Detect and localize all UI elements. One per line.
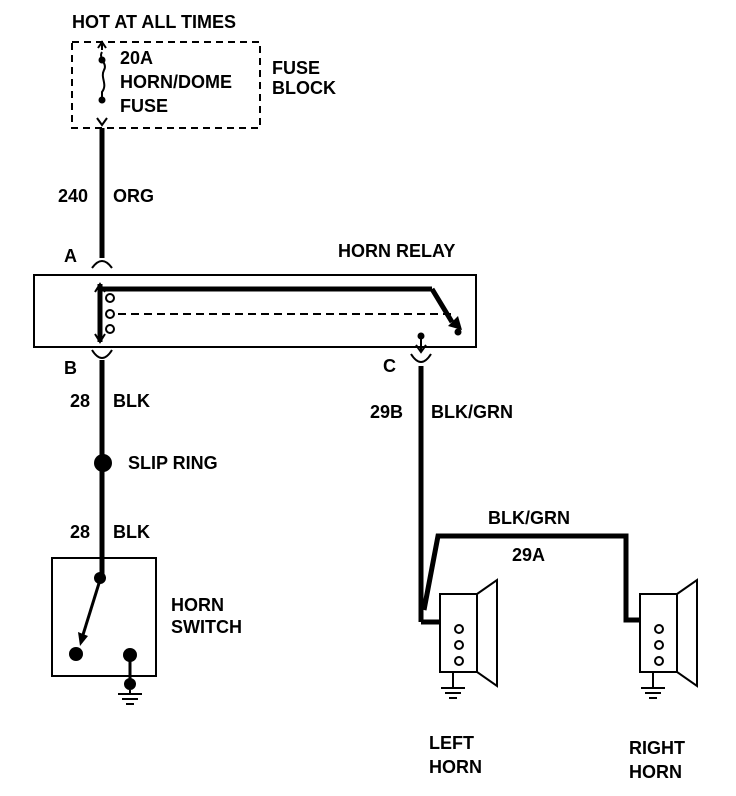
right-horn-bell-icon bbox=[676, 578, 698, 688]
wire-28-lower-number: 28 bbox=[70, 522, 90, 542]
relay-terminal-a-connector-icon bbox=[91, 260, 113, 269]
right-horn-coil-2 bbox=[654, 640, 664, 650]
relay-output-contact bbox=[454, 328, 462, 336]
wire-240-color: ORG bbox=[113, 186, 154, 206]
horn-switch-label-line1: HORN bbox=[171, 595, 224, 615]
right-horn: RIGHT HORN bbox=[629, 578, 698, 782]
relay-coil-loop-2 bbox=[105, 309, 115, 319]
left-horn-coil-3 bbox=[454, 656, 464, 666]
left-horn-label-line1: LEFT bbox=[429, 733, 474, 753]
slip-ring-label: SLIP RING bbox=[128, 453, 218, 473]
horn-switch: HORN SWITCH bbox=[51, 557, 242, 705]
fuse-terminal-bottom bbox=[98, 96, 106, 104]
fuse-terminal-top bbox=[98, 56, 106, 64]
ground-icon bbox=[441, 687, 465, 699]
fuse-type: FUSE bbox=[120, 96, 168, 116]
wire-29b-number: 29B bbox=[370, 402, 403, 422]
wire-29a-color: BLK/GRN bbox=[488, 508, 570, 528]
wire-29b-color: BLK/GRN bbox=[431, 402, 513, 422]
fuse-block: 20A HORN/DOME FUSE FUSE BLOCK bbox=[71, 40, 336, 129]
horn-relay-box bbox=[33, 274, 477, 348]
ground-icon bbox=[641, 687, 665, 699]
fuse-name: HORN/DOME bbox=[120, 72, 232, 92]
relay-terminal-c-label: C bbox=[383, 356, 396, 376]
relay-contact-arm-tip bbox=[429, 287, 455, 324]
wire-29a bbox=[421, 533, 640, 623]
horn-switch-open-contact bbox=[69, 647, 83, 661]
right-horn-label-line2: HORN bbox=[629, 762, 682, 782]
horn-switch-box bbox=[51, 557, 157, 677]
fuse-block-label-line2: BLOCK bbox=[272, 78, 336, 98]
wire-240-number: 240 bbox=[58, 186, 88, 206]
left-horn-coil-1 bbox=[454, 624, 464, 634]
relay-internal-arrows-icon bbox=[94, 282, 106, 344]
relay-terminal-c-connector-icon bbox=[410, 353, 432, 363]
relay-coil-loop-1 bbox=[105, 293, 115, 303]
relay-contact-arrowhead-icon bbox=[448, 316, 462, 330]
relay-terminal-b-connector-icon bbox=[91, 349, 113, 359]
horn-relay: HORN RELAY A B C bbox=[33, 241, 477, 378]
hot-at-all-times-label: HOT AT ALL TIMES bbox=[72, 12, 236, 32]
horn-switch-label-line2: SWITCH bbox=[171, 617, 242, 637]
wire-28-upper-color: BLK bbox=[113, 391, 150, 411]
horn-switch-common-contact bbox=[94, 572, 106, 584]
fuse-block-outline bbox=[71, 41, 261, 129]
fuse-icon bbox=[97, 40, 107, 102]
horn-switch-ground-node bbox=[124, 678, 136, 690]
wire-28-upper-number: 28 bbox=[70, 391, 90, 411]
relay-output-pin bbox=[417, 332, 425, 340]
fuse-output-arrow-icon bbox=[96, 117, 108, 127]
relay-coil-loop-3 bbox=[105, 324, 115, 334]
ground-icon bbox=[118, 690, 142, 705]
fuse-block-label-line1: FUSE bbox=[272, 58, 320, 78]
wire-29a-number: 29A bbox=[512, 545, 545, 565]
relay-terminal-b-label: B bbox=[64, 358, 77, 378]
relay-terminal-a-label: A bbox=[64, 246, 77, 266]
left-horn-bell-icon bbox=[476, 578, 498, 688]
right-horn-coil-3 bbox=[654, 656, 664, 666]
left-horn: LEFT HORN bbox=[429, 578, 498, 777]
right-horn-label-line1: RIGHT bbox=[629, 738, 685, 758]
left-horn-coil-2 bbox=[454, 640, 464, 650]
horn-switch-blade bbox=[80, 579, 102, 639]
relay-output-arrow-icon bbox=[415, 339, 427, 354]
horn-relay-title: HORN RELAY bbox=[338, 241, 455, 261]
left-horn-label-line2: HORN bbox=[429, 757, 482, 777]
horn-switch-blade-arrow-icon bbox=[78, 632, 88, 646]
wire-28-lower-color: BLK bbox=[113, 522, 150, 542]
right-horn-coil-1 bbox=[654, 624, 664, 634]
fuse-rating: 20A bbox=[120, 48, 153, 68]
